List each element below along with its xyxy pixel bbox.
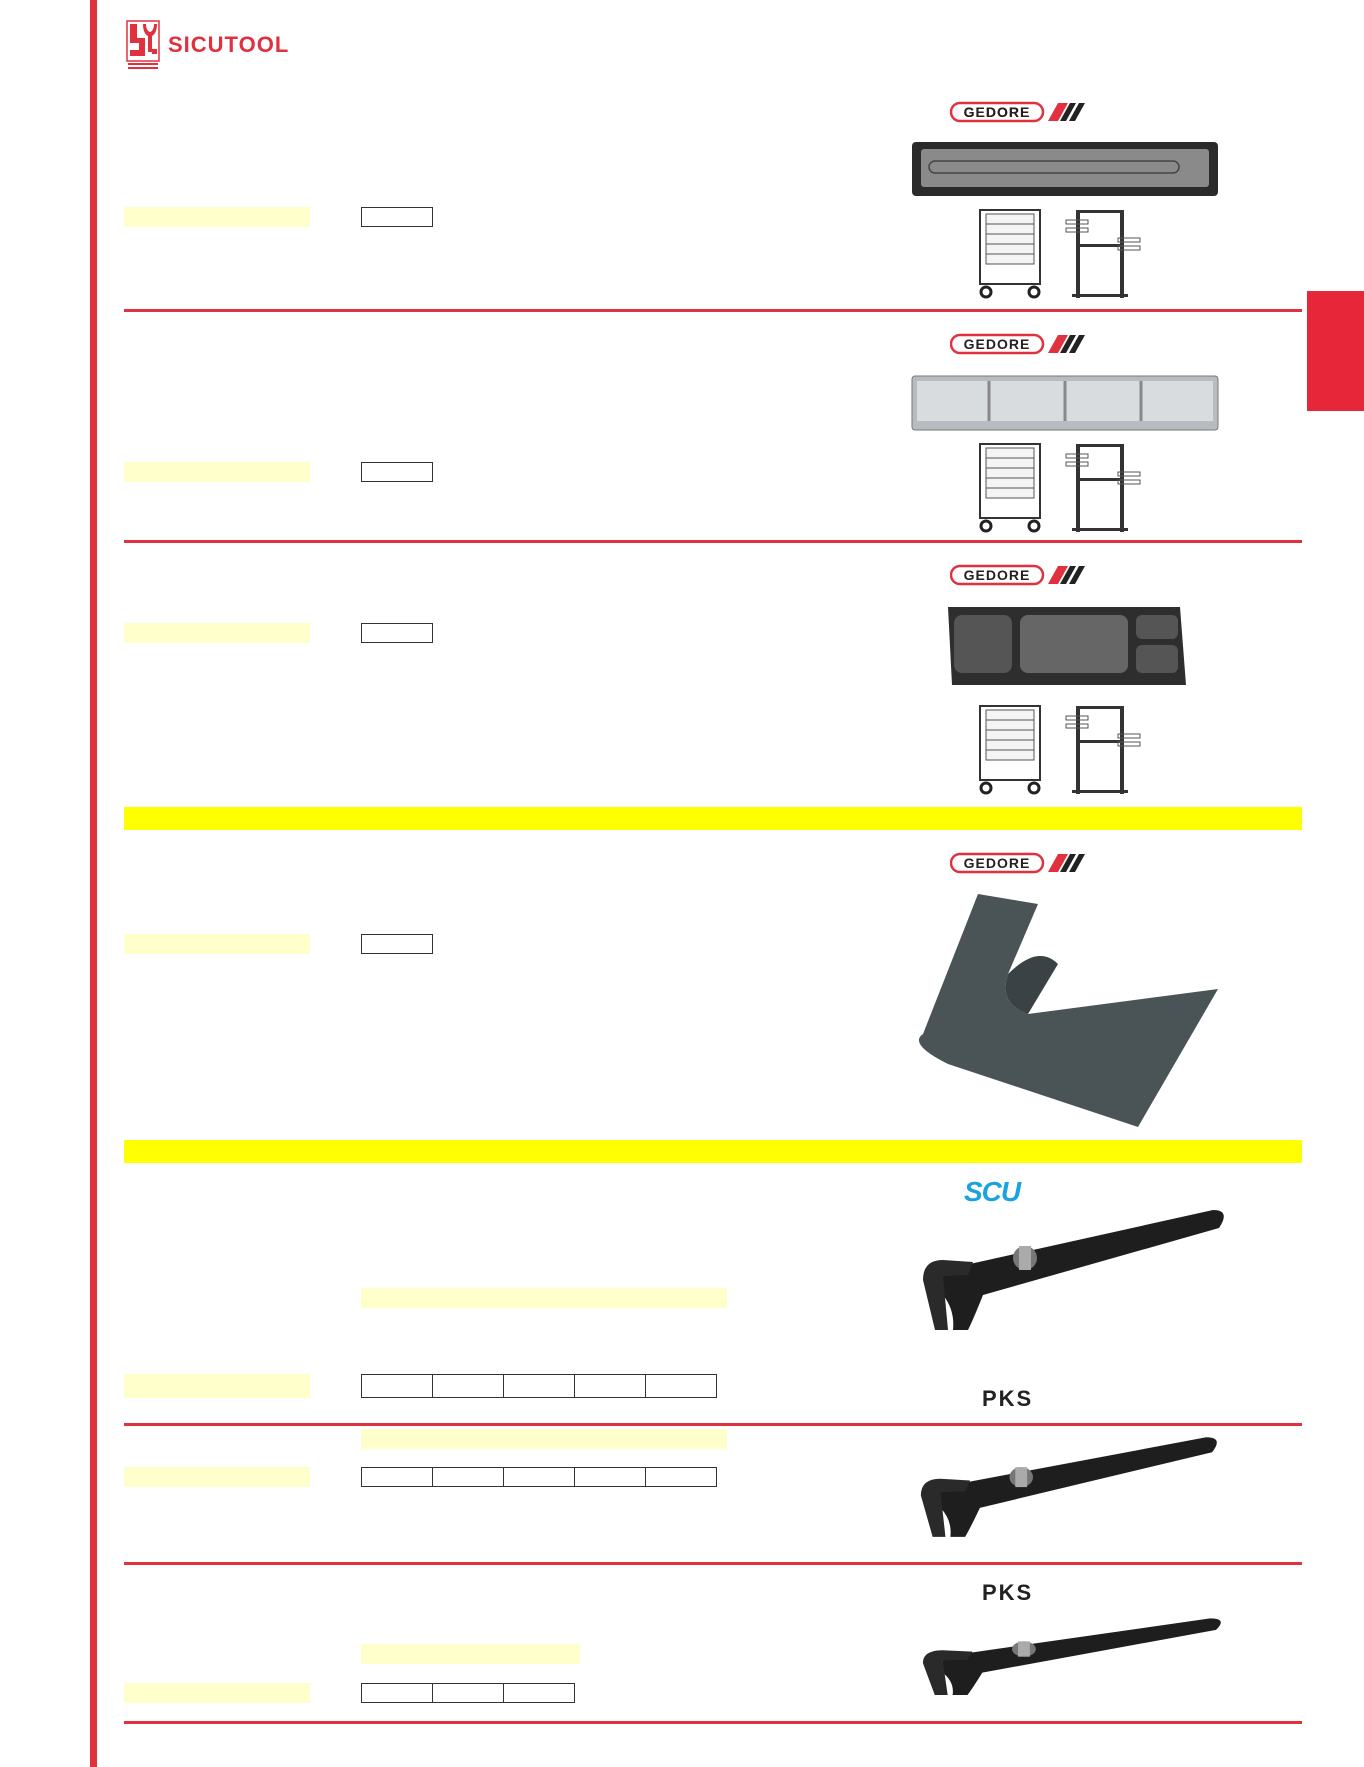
gedore-logo-text: GEDORE <box>964 336 1031 352</box>
drawer-cabinet-diagram-icon <box>978 704 1142 796</box>
pks-logo: PKS <box>982 1580 1034 1605</box>
table-header-field <box>361 1644 580 1664</box>
order-table <box>361 934 433 954</box>
drawer-cabinet-diagram-icon <box>978 442 1142 534</box>
article-number-field <box>124 1467 310 1487</box>
order-table <box>361 1467 717 1487</box>
article-number-field <box>124 1374 310 1398</box>
order-table-cell <box>432 1683 504 1703</box>
order-table-cell <box>361 1467 433 1487</box>
order-table-cell <box>361 462 433 482</box>
gedore-logo: GEDORE GEDORE <box>950 101 1087 123</box>
order-table <box>361 1374 717 1398</box>
pks-logo: PKS <box>982 1386 1034 1411</box>
sicutool-wrench-logo-icon <box>126 20 160 69</box>
order-table-cell <box>503 1683 575 1703</box>
gedore-logo-text: GEDORE <box>964 104 1031 120</box>
order-table-cell <box>645 1374 717 1398</box>
section-divider <box>124 1423 1302 1426</box>
section-divider <box>124 309 1302 312</box>
page-margin-bar <box>90 0 97 1767</box>
gedore-logo: GEDORE <box>950 852 1087 874</box>
drawer-cabinet-diagram-icon <box>978 208 1142 300</box>
sicutool-logo: SICUTOOL <box>126 20 289 70</box>
order-table-cell <box>503 1374 575 1398</box>
scu-logo: SCU <box>964 1176 1021 1207</box>
gedore-logo: GEDORE <box>950 333 1087 355</box>
order-table <box>361 1683 575 1703</box>
section-divider <box>124 1721 1302 1724</box>
order-table-cell <box>645 1467 717 1487</box>
gedore-logo-text: GEDORE <box>964 855 1031 871</box>
article-number-field <box>124 623 310 643</box>
category-band <box>124 807 1302 830</box>
four-compartment-tray-icon <box>948 607 1186 685</box>
long-drawer-tray-icon <box>912 142 1218 196</box>
order-table-cell <box>361 207 433 227</box>
pipe-wrench-icon <box>923 1210 1224 1330</box>
chapter-tab <box>1307 291 1364 411</box>
gedore-logo: GEDORE <box>950 564 1087 586</box>
order-table <box>361 207 433 227</box>
order-table-cell <box>432 1374 504 1398</box>
order-table-cell <box>361 1374 433 1398</box>
order-table <box>361 462 433 482</box>
order-table-cell <box>361 934 433 954</box>
compartment-tray-icon <box>911 375 1219 431</box>
article-number-field <box>124 934 310 954</box>
gedore-logo-text: GEDORE <box>964 104 1031 120</box>
order-table-cell <box>503 1467 575 1487</box>
article-number-field <box>124 207 310 227</box>
gedore-logo-text: GEDORE <box>964 567 1031 583</box>
pipe-wrench-icon <box>922 1618 1221 1695</box>
table-header-field <box>361 1288 727 1308</box>
order-table-cell <box>574 1467 646 1487</box>
order-table-cell <box>432 1467 504 1487</box>
order-table-cell <box>361 1683 433 1703</box>
section-divider <box>124 540 1302 543</box>
sicutool-brand-name: SICUTOOL <box>168 32 290 57</box>
table-header-field <box>361 1429 727 1449</box>
pipe-wrench-icon <box>920 1437 1217 1537</box>
section-divider <box>124 1562 1302 1565</box>
article-number-field <box>124 1683 310 1703</box>
order-table-cell <box>361 623 433 643</box>
order-table <box>361 623 433 643</box>
category-band <box>124 1140 1302 1163</box>
article-number-field <box>124 462 310 482</box>
order-table-cell <box>574 1374 646 1398</box>
anti-slip-mat-icon <box>918 894 1218 1127</box>
